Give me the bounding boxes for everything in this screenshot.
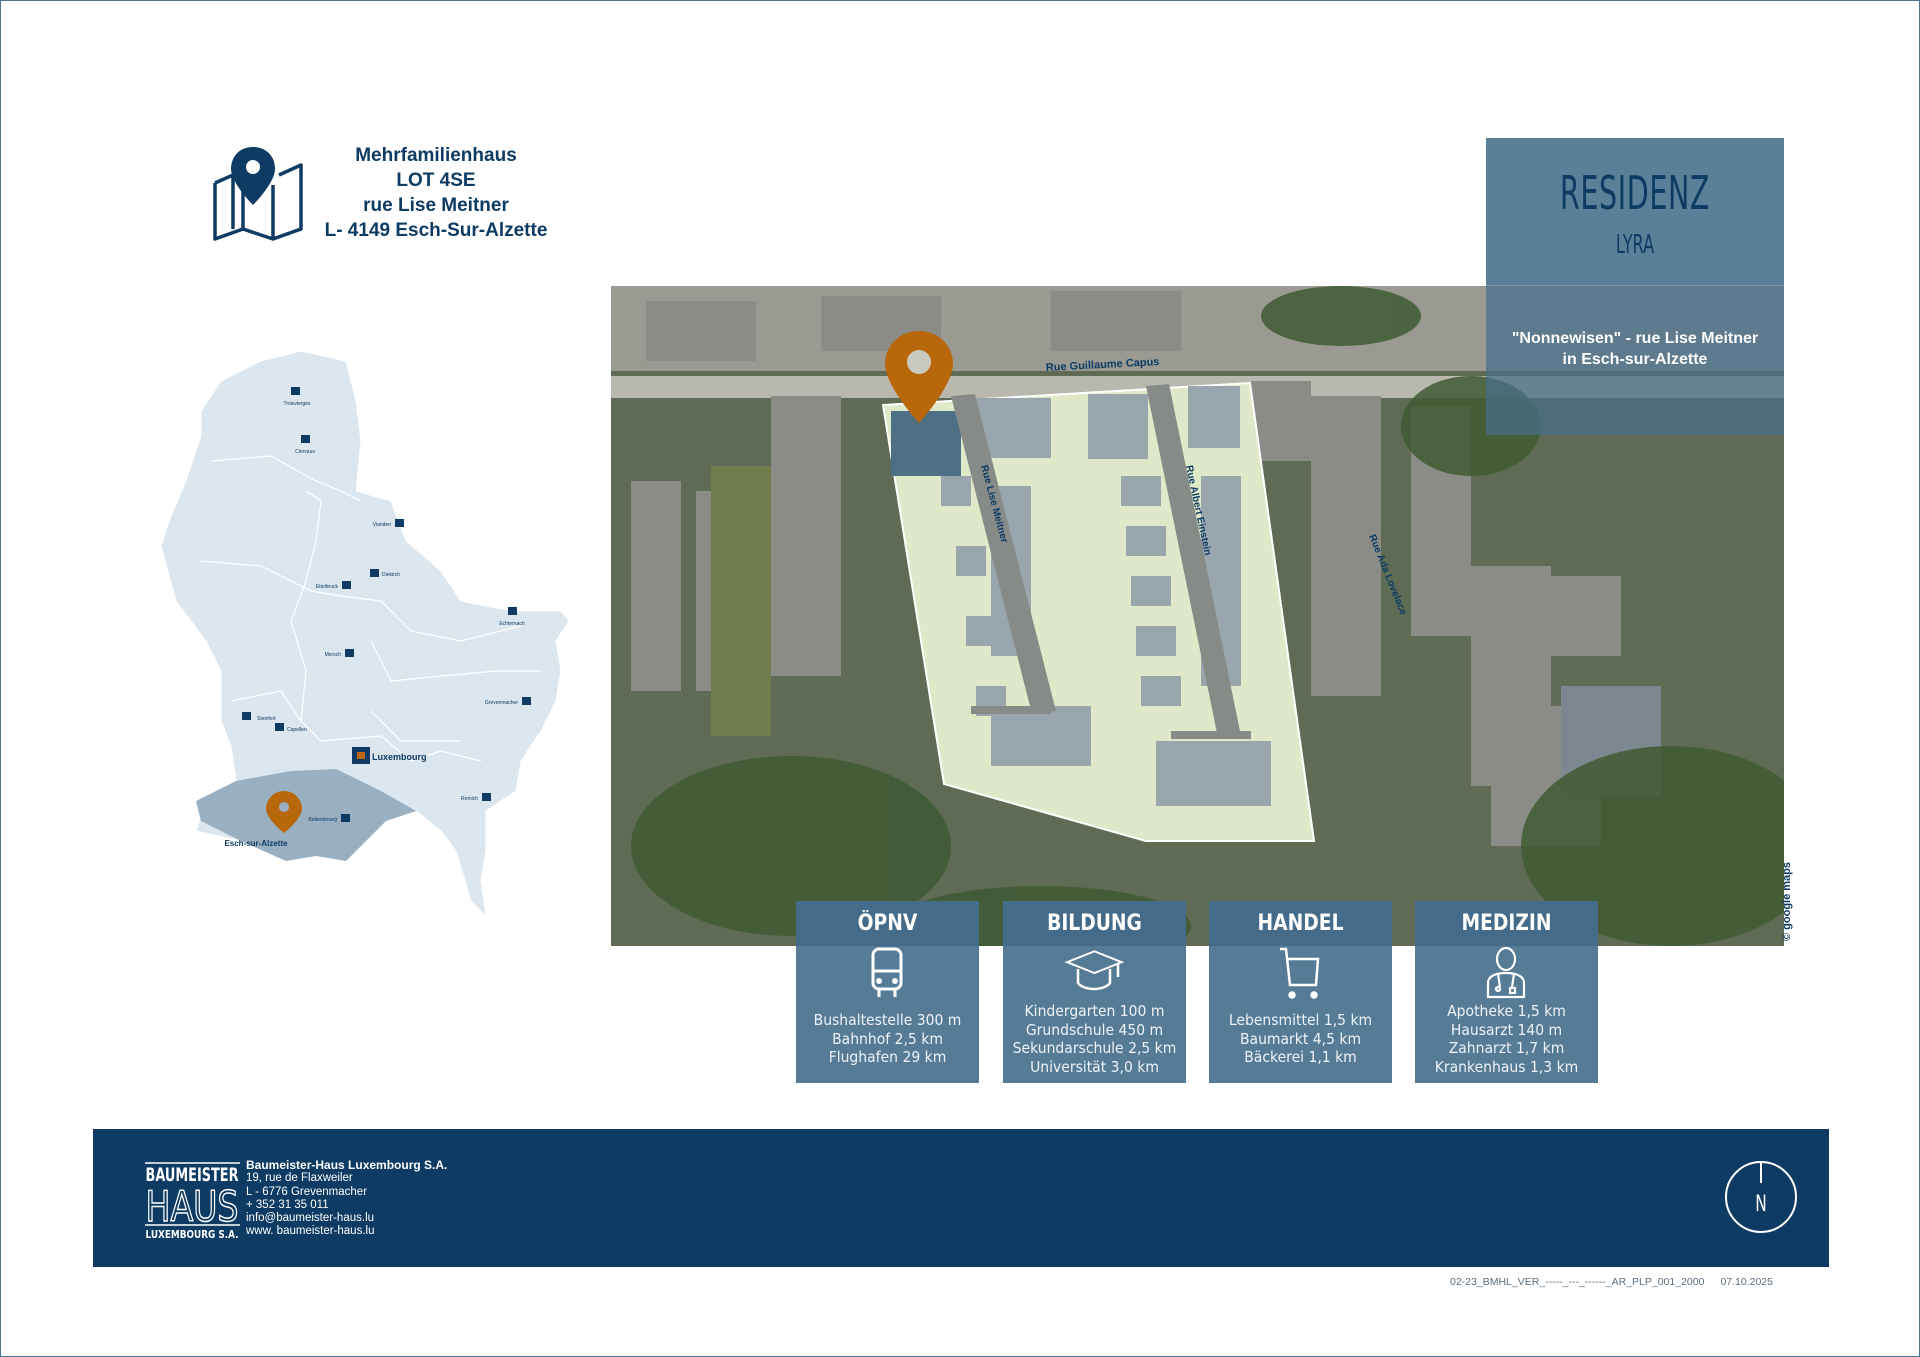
- category-bildung: BILDUNG Kindergarten 100 m Grundschule 4…: [1003, 901, 1186, 1083]
- company-street: 19, rue de Flaxweiler: [246, 1172, 353, 1185]
- location-label: Esch-sur-Alzette: [224, 839, 288, 848]
- plan-roads: [951, 384, 1251, 739]
- company-logo: BAUMEISTER HAUS LUXEMBOURG S.A.: [145, 1162, 240, 1241]
- category-title: MEDIZIN: [1461, 911, 1552, 936]
- category-item: Baumarkt 4,5 km: [1239, 1029, 1362, 1048]
- category-title: BILDUNG: [1047, 911, 1142, 936]
- city-label: Remich: [461, 796, 478, 802]
- city-label: Grevenmacher: [485, 700, 518, 706]
- description-line: in Esch-sur-Alzette: [1562, 351, 1708, 368]
- city-label: Ettelbruck: [316, 584, 339, 590]
- bus-icon: [871, 947, 903, 997]
- category-item: Flughafen 29 km: [828, 1048, 947, 1066]
- residenz-description: "Nonnewisen" - rue Lise Meitner in Esch-…: [1486, 328, 1784, 370]
- svg-text:HAUS: HAUS: [146, 1182, 239, 1231]
- svg-text:BAUMEISTER: BAUMEISTER: [146, 1164, 239, 1186]
- plan-buildings: [891, 386, 1271, 806]
- map-credit: © google maps: [1781, 861, 1793, 941]
- city-label-capital: Luxembourg: [372, 752, 427, 762]
- category-item: Sekundarschule 2,5 km: [1012, 1039, 1177, 1057]
- company-contact: Baumeister-Haus Luxembourg S.A. 19, rue …: [246, 1158, 448, 1239]
- map-pin-icon: [213, 147, 303, 241]
- residenz-title: RESIDENZ: [1559, 166, 1711, 220]
- graduation-cap-icon: [1064, 950, 1125, 991]
- city-markers: Troisvierges Clervaux Vianden Diekirch E…: [242, 387, 531, 823]
- city-label: Steinfort: [257, 716, 276, 722]
- category-item: Grundschule 450 m: [1025, 1020, 1164, 1039]
- company-phone: + 352 31 35 011: [246, 1198, 329, 1211]
- district-borders: [200, 455, 541, 762]
- category-item: Bäckerei 1,1 km: [1244, 1048, 1357, 1066]
- city-label: Vianden: [373, 522, 391, 528]
- footer-band: BAUMEISTER HAUS LUXEMBOURG S.A. Baumeist…: [93, 1129, 1829, 1267]
- location-pin-icon: [266, 791, 302, 833]
- svg-text:LUXEMBOURG S.A.: LUXEMBOURG S.A.: [146, 1228, 239, 1241]
- category-item: Lebensmittel 1,5 km: [1228, 1011, 1373, 1029]
- category-item: Zahnarzt 1,7 km: [1448, 1039, 1565, 1057]
- residenz-subtitle: LYRA: [1615, 230, 1655, 260]
- category-title: ÖPNV: [857, 911, 918, 936]
- street-label: Rue Guillaume Capus: [1046, 356, 1160, 374]
- luxembourg-map: Troisvierges Clervaux Vianden Diekirch E…: [160, 350, 570, 918]
- residenz-panel: RESIDENZ LYRA "Nonnewisen" - rue Lise Me…: [1486, 138, 1784, 435]
- project-pin-icon: [885, 331, 953, 423]
- category-item: Apotheke 1,5 km: [1447, 1002, 1566, 1020]
- company-city: L - 6776 Grevenmacher: [246, 1185, 368, 1198]
- category-oepnv: ÖPNV Bushaltestelle 300 m Bahnhof 2,5 km…: [796, 901, 979, 1083]
- project-address: Mehrfamilienhaus LOT 4SE rue Lise Meitne…: [301, 143, 571, 243]
- city-label: Troisvierges: [283, 401, 311, 407]
- city-label: Diekirch: [382, 572, 400, 578]
- city-label: Echternach: [499, 621, 525, 627]
- address-line: Mehrfamilienhaus: [355, 145, 517, 166]
- category-item: Krankenhaus 1,3 km: [1434, 1057, 1579, 1076]
- category-item: Bushaltestelle 300 m: [813, 1011, 962, 1029]
- address-line: LOT 4SE: [396, 170, 476, 191]
- north-label: N: [1755, 1191, 1767, 1216]
- document-code: 02-23_BMHL_VER_-----_---_------_AR_PLP_0…: [1450, 1276, 1705, 1288]
- category-item: Universität 3,0 km: [1030, 1057, 1159, 1076]
- category-item: Bahnhof 2,5 km: [832, 1029, 943, 1048]
- category-item: Kindergarten 100 m: [1024, 1002, 1165, 1020]
- category-item: Hausarzt 140 m: [1450, 1020, 1563, 1039]
- document-id: 02-23_BMHL_VER_-----_---_------_AR_PLP_0…: [1450, 1276, 1773, 1288]
- document-date: 07.10.2025: [1720, 1276, 1773, 1288]
- city-label: Bettembourg: [308, 817, 337, 823]
- category-handel: HANDEL Lebensmittel 1,5 km Baumarkt 4,5 …: [1209, 901, 1392, 1083]
- north-arrow-icon: N: [1725, 1161, 1797, 1233]
- city-label: Capellen: [287, 727, 307, 733]
- country-outline: [160, 350, 570, 918]
- address-line: rue Lise Meitner: [363, 195, 509, 216]
- company-name: Baumeister-Haus Luxembourg S.A.: [246, 1158, 448, 1172]
- category-title: HANDEL: [1257, 911, 1344, 936]
- company-email[interactable]: info@baumeister-haus.lu: [246, 1212, 375, 1225]
- address-line: L- 4149 Esch-Sur-Alzette: [324, 220, 548, 241]
- shopping-cart-icon: [1280, 947, 1320, 999]
- doctor-icon: [1486, 946, 1526, 999]
- description-line: "Nonnewisen" - rue Lise Meitner: [1511, 330, 1759, 347]
- category-medizin: MEDIZIN Apotheke 1,5 km Hausarzt 140 m Z…: [1415, 901, 1598, 1083]
- city-label: Clervaux: [295, 449, 315, 455]
- esch-region: [196, 769, 416, 861]
- city-label: Mersch: [325, 652, 342, 658]
- company-website[interactable]: www. baumeister-haus.lu: [246, 1225, 375, 1238]
